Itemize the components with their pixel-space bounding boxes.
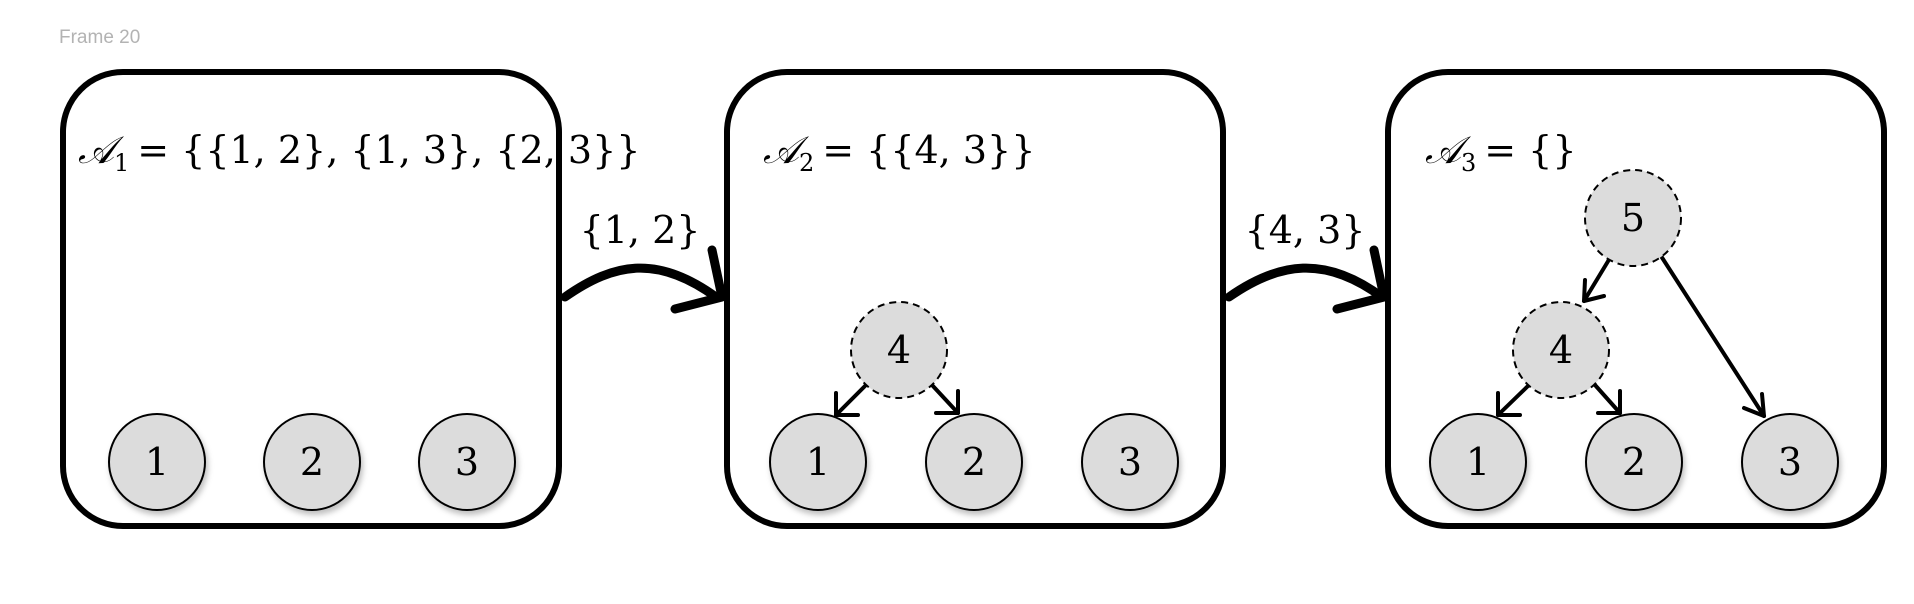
panel-2-node-1: 1 bbox=[769, 413, 867, 511]
panel-3-edge-4-1 bbox=[1496, 383, 1531, 417]
svg-text:3: 3 bbox=[455, 440, 479, 484]
panel-2-box bbox=[724, 69, 1226, 529]
svg-text:1: 1 bbox=[145, 440, 169, 484]
svg-text:5: 5 bbox=[1621, 196, 1645, 240]
frame-label: Frame 20 bbox=[59, 27, 141, 48]
svg-text:1: 1 bbox=[1466, 440, 1490, 484]
panel-1-node-3: 3 bbox=[418, 413, 516, 511]
panel-1-node-1: 1 bbox=[108, 413, 206, 511]
transition-2-arrowhead bbox=[1332, 245, 1389, 314]
panel-1-box bbox=[60, 69, 562, 529]
panel-2-edge-4-1 bbox=[834, 383, 868, 417]
panel-1-set-label: 𝒜1= {{1, 2}, {1, 3}, {2, 3}} bbox=[78, 128, 640, 177]
panel-3-edge-5-4 bbox=[1582, 256, 1612, 303]
panel-3-node-5: 5 bbox=[1584, 169, 1682, 267]
panel-3-node-2: 2 bbox=[1585, 413, 1683, 511]
svg-text:3: 3 bbox=[1118, 440, 1142, 484]
panel-2-node-2: 2 bbox=[925, 413, 1023, 511]
panel-3-edges bbox=[1496, 254, 1766, 418]
panel-1: 𝒜1= {{1, 2}, {1, 3}, {2, 3}} 1 2 3 bbox=[60, 69, 640, 529]
panel-3-node-3: 3 bbox=[1741, 413, 1839, 511]
transition-1-arrowhead bbox=[670, 245, 727, 314]
transition-2: {4, 3} bbox=[1224, 208, 1389, 314]
panel-2-edge-4-2 bbox=[930, 383, 960, 415]
panel-3-edge-4-2 bbox=[1593, 383, 1622, 415]
panel-2-node-4: 4 bbox=[850, 301, 948, 399]
svg-text:1: 1 bbox=[806, 440, 830, 484]
transition-2-arrow bbox=[1224, 263, 1387, 302]
panel-2-node-3: 3 bbox=[1081, 413, 1179, 511]
svg-text:4: 4 bbox=[887, 328, 911, 372]
svg-text:2: 2 bbox=[1622, 440, 1646, 484]
panel-3-set-label: 𝒜3= {} bbox=[1425, 128, 1577, 177]
transition-1-arrow bbox=[560, 263, 721, 302]
panel-3-node-4: 4 bbox=[1512, 301, 1610, 399]
panel-3-edge-5-3 bbox=[1659, 254, 1766, 418]
transition-1-label: {1, 2} bbox=[580, 208, 701, 252]
transition-2-label: {4, 3} bbox=[1245, 208, 1366, 252]
panel-2: 𝒜2= {{4, 3}} 4 1 2 3 bbox=[724, 69, 1226, 529]
transition-1: {1, 2} bbox=[560, 208, 727, 314]
svg-text:2: 2 bbox=[962, 440, 986, 484]
panel-1-node-2: 2 bbox=[263, 413, 361, 511]
svg-text:2: 2 bbox=[300, 440, 324, 484]
svg-text:3: 3 bbox=[1778, 440, 1802, 484]
panel-2-edges bbox=[834, 383, 960, 417]
panel-2-set-label: 𝒜2= {{4, 3}} bbox=[763, 128, 1035, 177]
panel-3: 𝒜3= {} 5 4 1 2 bbox=[1385, 69, 1887, 529]
svg-text:4: 4 bbox=[1549, 328, 1573, 372]
panel-3-node-1: 1 bbox=[1429, 413, 1527, 511]
